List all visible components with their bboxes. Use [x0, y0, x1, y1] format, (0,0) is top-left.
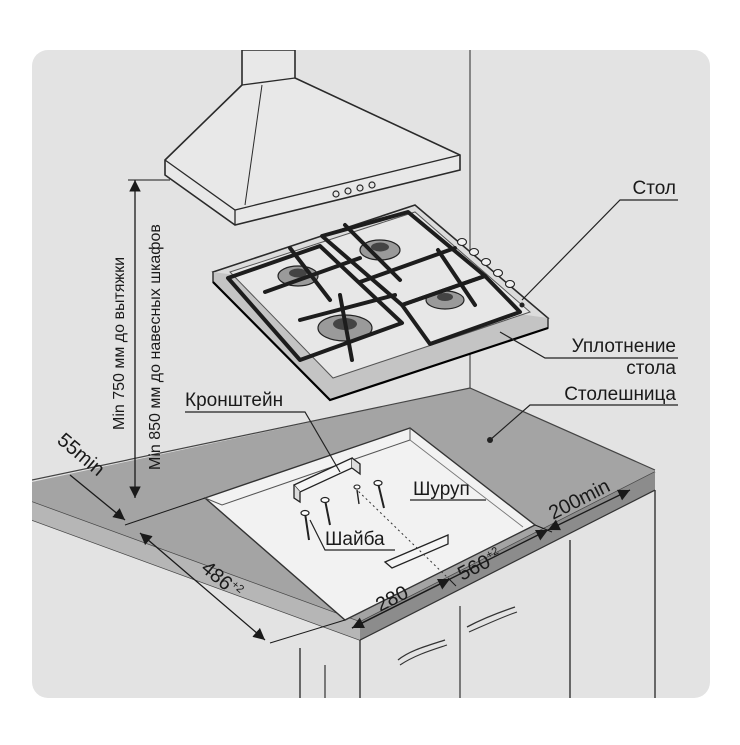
- range-hood: [164, 50, 461, 226]
- label-washer: Шайба: [325, 529, 385, 550]
- label-stol: Стол: [633, 178, 676, 199]
- leader-lines: [185, 199, 678, 551]
- hob-seal: [212, 281, 549, 402]
- alignment-dotted-line: [354, 487, 449, 579]
- screws: [300, 479, 385, 541]
- label-seal-2: стола: [626, 358, 676, 379]
- gas-hob: [211, 204, 550, 402]
- dim-280-line: [351, 578, 451, 629]
- label-bracket: Кронштейн: [185, 390, 283, 411]
- label-countertop: Столешница: [564, 384, 676, 405]
- pan-supports: [226, 210, 522, 362]
- control-knobs: [456, 237, 525, 308]
- note-hood-distance: Min 750 мм до вытяжки: [111, 257, 128, 430]
- dim-486-line: [139, 532, 266, 641]
- label-screw: Шуруп: [413, 479, 470, 500]
- bracket-top: [292, 456, 361, 504]
- note-cabinets-distance: Min 850 мм до навесных шкафов: [147, 224, 164, 470]
- countertop-pointer-dot: [487, 437, 493, 443]
- dim-55-line: [69, 474, 126, 521]
- label-seal-1: Уплотнение: [572, 336, 676, 357]
- dimension-lines: [69, 179, 631, 644]
- dim-200-line: [547, 489, 631, 531]
